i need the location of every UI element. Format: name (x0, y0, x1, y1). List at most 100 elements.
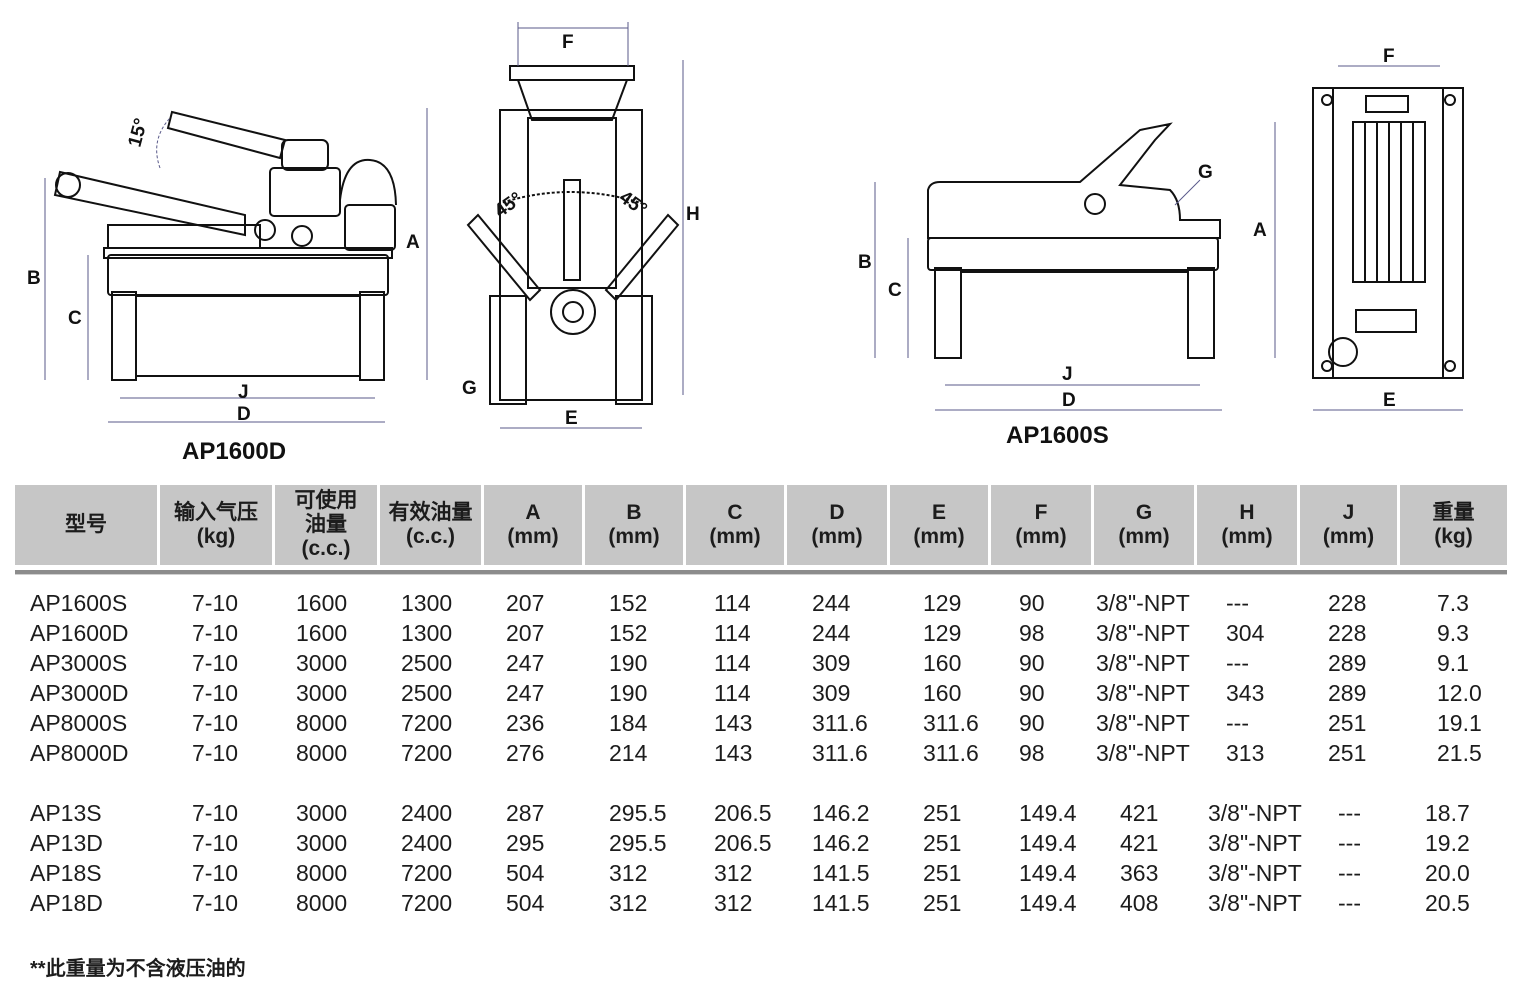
table-cell: 160 (923, 680, 962, 706)
dim-f-top: F (1383, 46, 1395, 67)
table-cell: 504 (506, 860, 545, 886)
table-cell: 3/8"-NPT (1096, 740, 1190, 766)
table-cell: 295 (506, 830, 545, 856)
dim-angle-45-left: 45° (491, 188, 527, 222)
header-text: 重量 (1432, 501, 1475, 524)
header-divider (15, 570, 1507, 574)
table-cell: 129 (923, 620, 962, 646)
table-cell: 190 (609, 680, 648, 706)
header-cell: J(mm) (1300, 485, 1397, 565)
dim-a-left: A (406, 232, 420, 253)
table-cell: 90 (1019, 710, 1045, 736)
table-cell: 20.0 (1425, 860, 1470, 886)
header-cell: C(mm) (686, 485, 784, 565)
table-cell: 114 (714, 650, 751, 676)
table-cell: 312 (609, 860, 648, 886)
table-cell: 190 (609, 650, 648, 676)
header-text: (mm) (1221, 525, 1273, 548)
table-cell: 309 (812, 680, 851, 706)
table-cell: 7.3 (1437, 590, 1469, 616)
dim-angle-15: 15° (125, 116, 153, 149)
ap1600d-front-view (466, 65, 680, 405)
table-cell: 3/8"-NPT (1096, 650, 1190, 676)
header-text: (mm) (913, 525, 965, 548)
table-cell: AP18S (30, 860, 102, 886)
table-cell: 3/8"-NPT (1096, 680, 1190, 706)
ap1600s-top-view (1312, 87, 1464, 379)
dim-j-left: J (238, 382, 249, 403)
header-text: (mm) (811, 525, 863, 548)
dim-e-top: E (1383, 390, 1396, 411)
table-cell: 7-10 (192, 650, 239, 676)
header-text: (mm) (1322, 525, 1375, 548)
table-cell: 251 (923, 830, 962, 856)
ap1600s-top-dimension-lines (1313, 65, 1463, 411)
table-cell: 149.4 (1019, 830, 1077, 856)
dim-h-front: H (686, 204, 700, 225)
table-cell: 149.4 (1019, 800, 1077, 826)
header-text: (kg) (1434, 525, 1473, 548)
header-text: J (1342, 501, 1355, 524)
header-text: (c.c.) (405, 525, 455, 548)
header-text: H (1239, 501, 1255, 524)
table-cell: 276 (506, 740, 545, 766)
header-text: (mm) (1015, 525, 1067, 548)
table-cell: 421 (1120, 830, 1159, 856)
header-text: 有效油量 (388, 501, 473, 524)
table-cell: --- (1338, 860, 1361, 886)
table-cell: 228 (1328, 620, 1367, 646)
table-cell: 90 (1019, 680, 1045, 706)
header-text: (mm) (507, 525, 559, 548)
table-cell: 244 (812, 620, 851, 646)
caption-ap1600s: AP1600S (1006, 422, 1109, 449)
header-text: (mm) (1118, 525, 1170, 548)
table-cell: --- (1338, 890, 1361, 916)
technical-drawings: B C J D A 15° (0, 0, 1523, 470)
table-cell: 312 (609, 890, 648, 916)
dim-j-right: J (1062, 364, 1073, 385)
table-cell: 311.6 (923, 710, 979, 736)
table-cell: AP1600D (30, 620, 129, 646)
table-cell: 311.6 (923, 740, 979, 766)
table-cell: 9.1 (1437, 650, 1469, 676)
header-text: 输入气压 (174, 501, 258, 524)
dim-c-right: C (888, 280, 902, 301)
table-cell: 289 (1328, 650, 1367, 676)
table-cell: 7-10 (192, 860, 239, 886)
table-cell: 363 (1120, 860, 1159, 886)
table-cell: 3/8"-NPT (1208, 830, 1302, 856)
header-text: G (1135, 501, 1153, 524)
header-cell: 输入气压(kg) (160, 485, 272, 565)
table-cell: 21.5 (1437, 740, 1482, 766)
table-cell: 143 (714, 740, 753, 766)
header-cell: F(mm) (991, 485, 1091, 565)
table-cell: 251 (1328, 710, 1367, 736)
table-cell: 7-10 (192, 800, 239, 826)
table-cell: 3/8"-NPT (1096, 590, 1190, 616)
table-cell: 206.5 (714, 800, 772, 826)
table-cell: 19.1 (1437, 710, 1482, 736)
header-cell: 有效油量(c.c.) (380, 485, 481, 565)
table-cell: AP3000D (30, 680, 129, 706)
table-cell: 311.6 (812, 710, 868, 736)
table-cell: 289 (1328, 680, 1367, 706)
table-cell: 311.6 (812, 740, 868, 766)
table-cell: 421 (1120, 800, 1159, 826)
dim-b-right: B (858, 252, 872, 273)
table-cell: 149.4 (1019, 890, 1077, 916)
table-cell: 7200 (401, 860, 453, 886)
header-text: (c.c.) (301, 537, 351, 560)
table-cell: 3/8"-NPT (1096, 710, 1190, 736)
table-cell: AP13D (30, 830, 103, 856)
table-cell: 504 (506, 890, 545, 916)
table-cell: 207 (506, 620, 545, 646)
table-cell: 7-10 (192, 830, 239, 856)
table-cell: 9.3 (1437, 620, 1469, 646)
table-cell: 114 (714, 680, 751, 706)
table-cell: AP13S (30, 800, 102, 826)
